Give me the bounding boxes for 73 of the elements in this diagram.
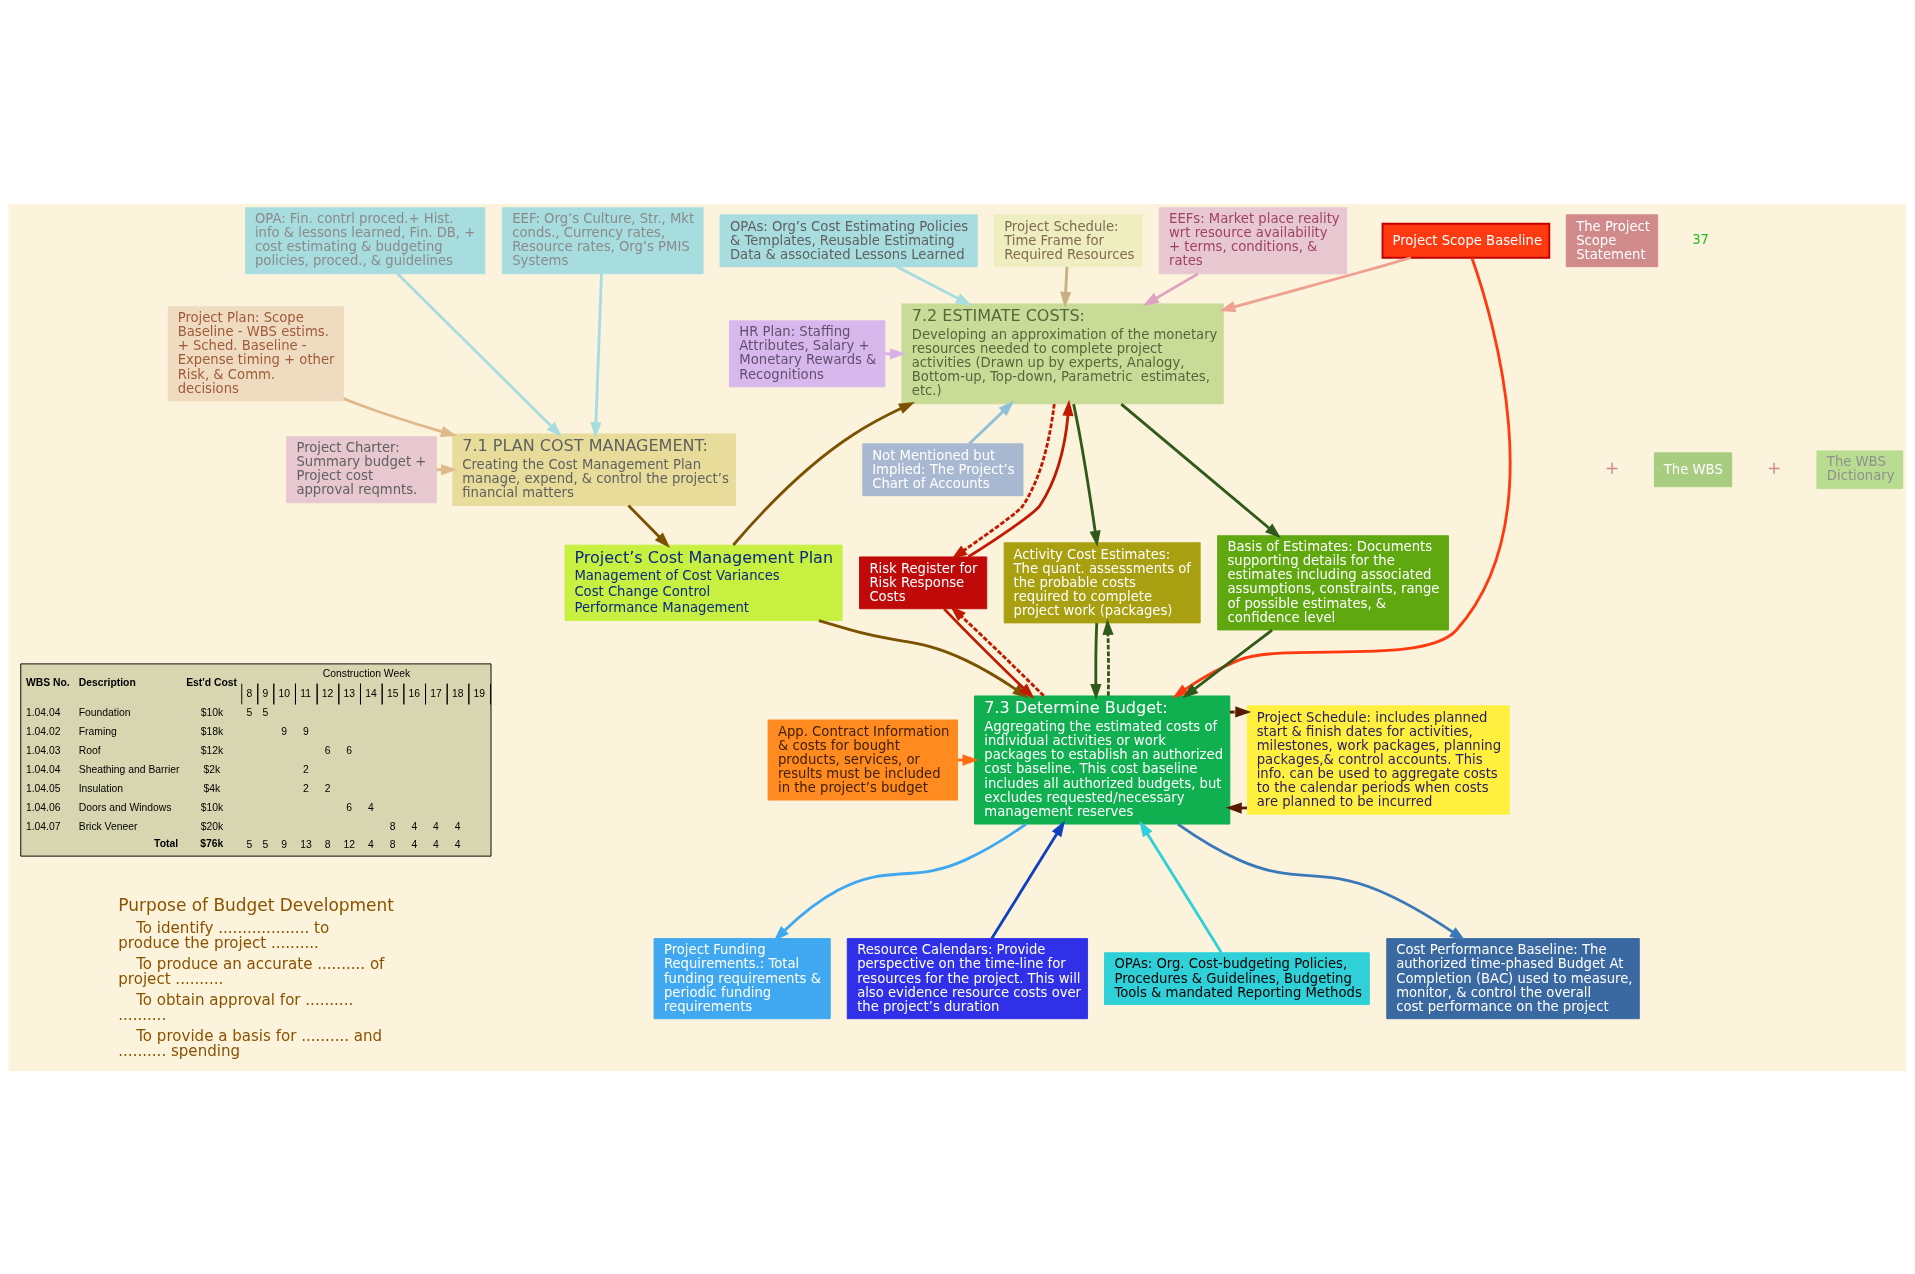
label: 12: [343, 838, 356, 850]
label: To provide a basis for .......... and .......... spending: [118, 1026, 383, 1060]
label: $20k: [200, 820, 224, 832]
label: +: [1766, 457, 1782, 478]
label: To identify ................... to produce the project ..........: [118, 918, 330, 952]
label: 5: [246, 838, 253, 850]
label: 17: [430, 687, 442, 699]
label: 19: [473, 687, 486, 699]
label: 4: [433, 838, 439, 850]
label: 1.04.06: [25, 801, 61, 813]
label: +: [1604, 457, 1620, 478]
label: 1.04.02: [25, 725, 61, 737]
label: Doors and Windows: [78, 801, 172, 813]
label: 6: [346, 801, 353, 813]
label: 4: [411, 820, 418, 832]
label: 8: [389, 820, 396, 832]
label: 8: [246, 687, 253, 699]
label: $2k: [203, 763, 221, 775]
label: 1.04.03: [25, 744, 61, 756]
label: Total: [154, 837, 179, 849]
label: 9: [281, 725, 288, 737]
label: Est'd Cost: [186, 676, 237, 688]
label: 2: [303, 763, 309, 775]
label: $10k: [200, 801, 224, 813]
label: 5: [246, 706, 253, 718]
label: 1.04.04: [25, 763, 61, 775]
label: 9: [262, 687, 269, 699]
label: 16: [408, 687, 421, 699]
label: 6: [346, 744, 353, 756]
label: 1.04.05: [25, 782, 61, 794]
label: To obtain approval for .......... ..........: [118, 990, 354, 1024]
label: 5: [262, 838, 269, 850]
label: Framing: [78, 725, 117, 737]
label: 10: [278, 687, 291, 699]
label: 14: [365, 687, 377, 699]
label: 4: [411, 838, 418, 850]
label: 1.04.04: [25, 706, 61, 718]
label: Sheathing and Barrier: [78, 763, 180, 775]
label: 6: [324, 744, 331, 756]
label: $10k: [200, 706, 224, 718]
label: 13: [343, 687, 356, 699]
label: 8: [324, 838, 331, 850]
label: 4: [454, 820, 461, 832]
label: 9: [303, 725, 309, 737]
label: 4: [454, 838, 461, 850]
label: Roof: [78, 744, 101, 756]
label: 9: [281, 838, 288, 850]
label: 8: [389, 838, 396, 850]
label: 4: [433, 820, 439, 832]
label: Purpose of Budget Development: [118, 894, 394, 915]
label: Foundation: [78, 706, 131, 718]
label: 1.04.07: [25, 820, 61, 832]
label: 12: [321, 687, 334, 699]
label: 13: [300, 838, 312, 850]
label: 18: [451, 687, 464, 699]
label: Description: [78, 676, 136, 688]
label: 2: [303, 782, 309, 794]
label: Construction Week: [322, 667, 411, 679]
label: To produce an accurate .......... of project ..........: [118, 954, 385, 988]
label: 4: [368, 838, 374, 850]
label: 2: [324, 782, 331, 794]
label: Brick Veneer: [78, 820, 138, 832]
label: 37: [1692, 231, 1709, 247]
label: Insulation: [78, 782, 124, 794]
label: 4: [368, 801, 374, 813]
label: $76k: [200, 837, 224, 849]
label: $4k: [203, 782, 221, 794]
label: $12k: [200, 744, 224, 756]
label: 5: [262, 706, 269, 718]
label: $18k: [200, 725, 224, 737]
label: 11: [300, 687, 311, 699]
label: WBS No.: [25, 676, 70, 688]
label: 15: [386, 687, 399, 699]
